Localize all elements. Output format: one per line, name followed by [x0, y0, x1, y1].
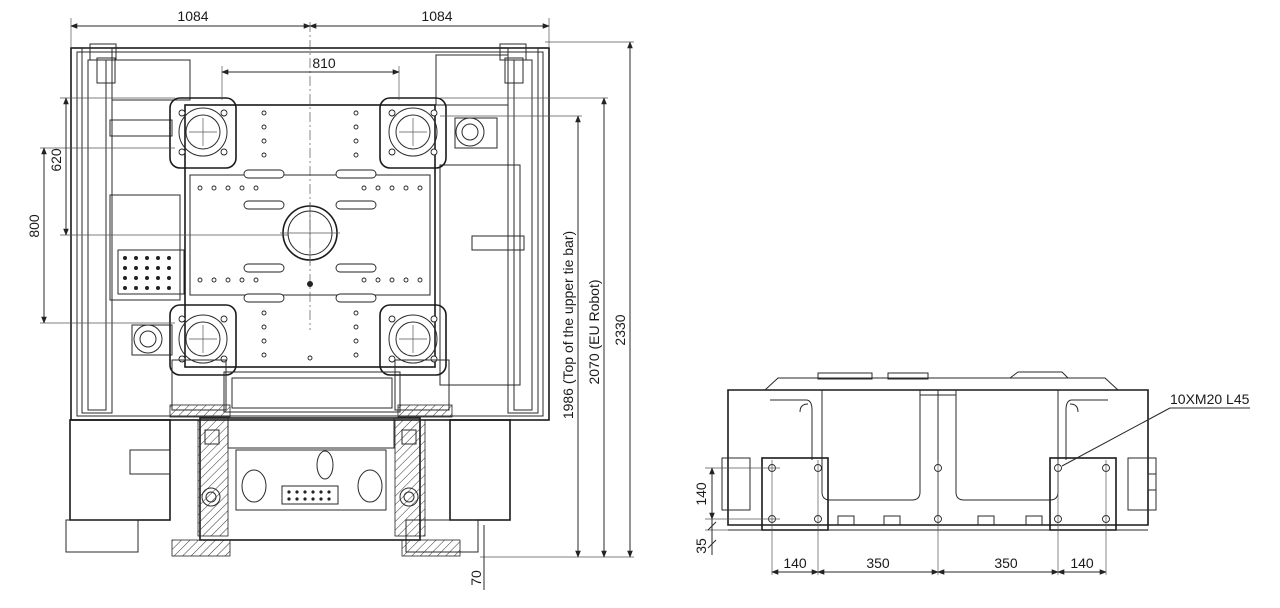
- dim-140-vertical: 140: [693, 482, 709, 506]
- dim-eu-robot: 2070 (EU Robot): [586, 279, 602, 384]
- dim-left-half: 1084: [177, 8, 208, 24]
- dim-tie-bar-top: 1986 (Top of the upper tie bar): [560, 231, 576, 419]
- dim-right-half: 1084: [421, 8, 452, 24]
- dim-total-height: 2330: [612, 314, 628, 345]
- tie-bar-top-right: [379, 97, 447, 169]
- dim-bottom-1: 140: [783, 555, 807, 571]
- keypad-grid: [123, 256, 171, 290]
- side-view-drawing: [705, 371, 1250, 575]
- tie-bar-bottom-right: [379, 304, 447, 376]
- dim-800: 800: [26, 214, 42, 238]
- dim-tie-bar-vertical: 620: [48, 148, 64, 172]
- dim-bottom-3: 350: [994, 555, 1018, 571]
- tie-bar-top-left: [169, 97, 237, 169]
- dim-70: 70: [468, 570, 484, 586]
- main-platen: [184, 104, 436, 368]
- bolt-callout: 10XM20 L45: [1170, 391, 1250, 407]
- dim-tie-bar-horizontal: 810: [312, 55, 336, 71]
- top-view-drawing: [40, 18, 634, 590]
- dim-35-vertical: 35: [693, 538, 709, 554]
- connector-pins: [287, 490, 331, 501]
- dim-bottom-2: 350: [866, 555, 890, 571]
- platen-holes: [197, 110, 423, 361]
- dim-bottom-4: 140: [1070, 555, 1094, 571]
